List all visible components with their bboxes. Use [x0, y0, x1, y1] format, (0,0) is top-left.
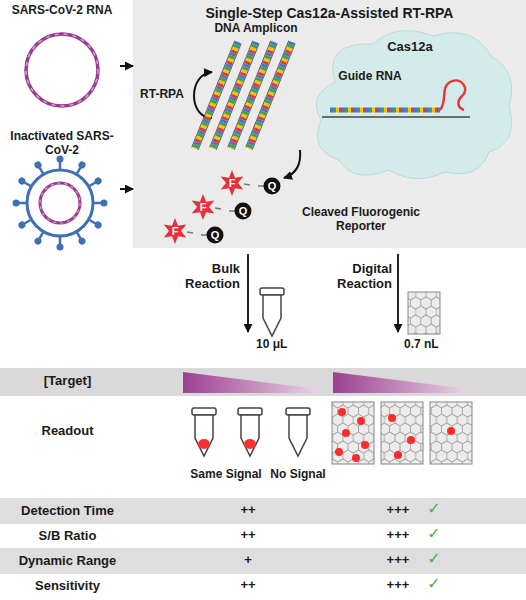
cleaved-reporters	[164, 170, 281, 244]
table-band	[0, 498, 526, 524]
quencher-letter: Q	[265, 179, 279, 193]
readout-chips	[332, 402, 472, 464]
row-header: S/B Ratio	[10, 529, 125, 544]
fluorophore-letter: F	[225, 176, 239, 190]
node-heading: SARS-CoV-2 RNA	[4, 4, 120, 18]
reporter-label: Cleaved Fluorogenic Reporter	[296, 206, 426, 234]
dna-amplicons	[192, 41, 296, 150]
tube-icon	[260, 288, 284, 336]
virus-source: Inactivated SARS-CoV-2	[4, 130, 120, 248]
row-header: [Target]	[10, 374, 125, 389]
rating: ++	[218, 503, 278, 518]
cloud-outline	[305, 20, 520, 185]
row-header: Detection Time	[10, 504, 125, 519]
rating: +++	[368, 578, 428, 593]
node-heading: Single-Step Cas12a-Assisted RT-RPA	[133, 5, 526, 21]
table-band	[0, 368, 526, 396]
flow-arrow	[397, 254, 399, 332]
quencher-letter: Q	[236, 204, 250, 218]
row-header: Dynamic Range	[10, 554, 125, 569]
node-heading: Inactivated SARS-CoV-2	[4, 130, 120, 158]
row-header: Sensitivity	[10, 579, 125, 594]
rna-ring	[26, 34, 98, 106]
virus-illustration	[13, 156, 108, 251]
assay-panel: Single-Step Cas12a-Assisted RT-RPACas12a…	[133, 0, 526, 248]
volume-label: 0.7 nL	[404, 338, 454, 352]
chip-icon	[408, 292, 440, 334]
concentration-wedge	[333, 372, 468, 393]
check-mark: ✓	[424, 500, 444, 518]
check-mark: ✓	[424, 525, 444, 543]
rating: +++	[368, 553, 428, 568]
rating: ++	[218, 528, 278, 543]
node-heading: Cas12a	[375, 40, 445, 55]
input-arrow	[120, 65, 133, 67]
cleavage-arrow	[284, 150, 300, 178]
table-band	[0, 548, 526, 574]
rating: +++	[368, 503, 428, 518]
fluorophore-letter: F	[168, 224, 182, 238]
bulk-label: Bulk Reaction	[168, 262, 240, 292]
digital-label: Digital Reaction	[318, 262, 392, 292]
readout-caption: Same Signal	[182, 468, 270, 482]
quencher-letter: Q	[208, 228, 222, 242]
readout-tubes	[192, 408, 310, 456]
rating: ++	[218, 578, 278, 593]
volume-label: 10 μL	[256, 338, 306, 352]
rna-source: SARS-CoV-2 RNA	[4, 4, 120, 128]
input-arrow	[120, 188, 133, 190]
cloud-shape	[316, 31, 511, 179]
row-header: Readout	[10, 424, 125, 439]
readout-caption: No Signal	[262, 468, 334, 482]
check-mark: ✓	[424, 550, 444, 568]
guide-rna-graphic	[322, 81, 470, 117]
check-mark: ✓	[424, 575, 444, 593]
process-label: RT-RPA	[136, 88, 188, 102]
cas12a-cloud: Cas12aGuide RNA	[305, 20, 520, 185]
cycle-arrow	[194, 72, 212, 118]
rating: +++	[368, 528, 428, 543]
rating: +	[218, 553, 278, 568]
amplicon-label: DNA Amplicon	[208, 22, 304, 36]
node-text: Guide RNA	[330, 70, 410, 84]
fluorophore-letter: F	[196, 200, 210, 214]
concentration-wedge	[183, 372, 318, 393]
flow-arrow	[247, 254, 249, 332]
